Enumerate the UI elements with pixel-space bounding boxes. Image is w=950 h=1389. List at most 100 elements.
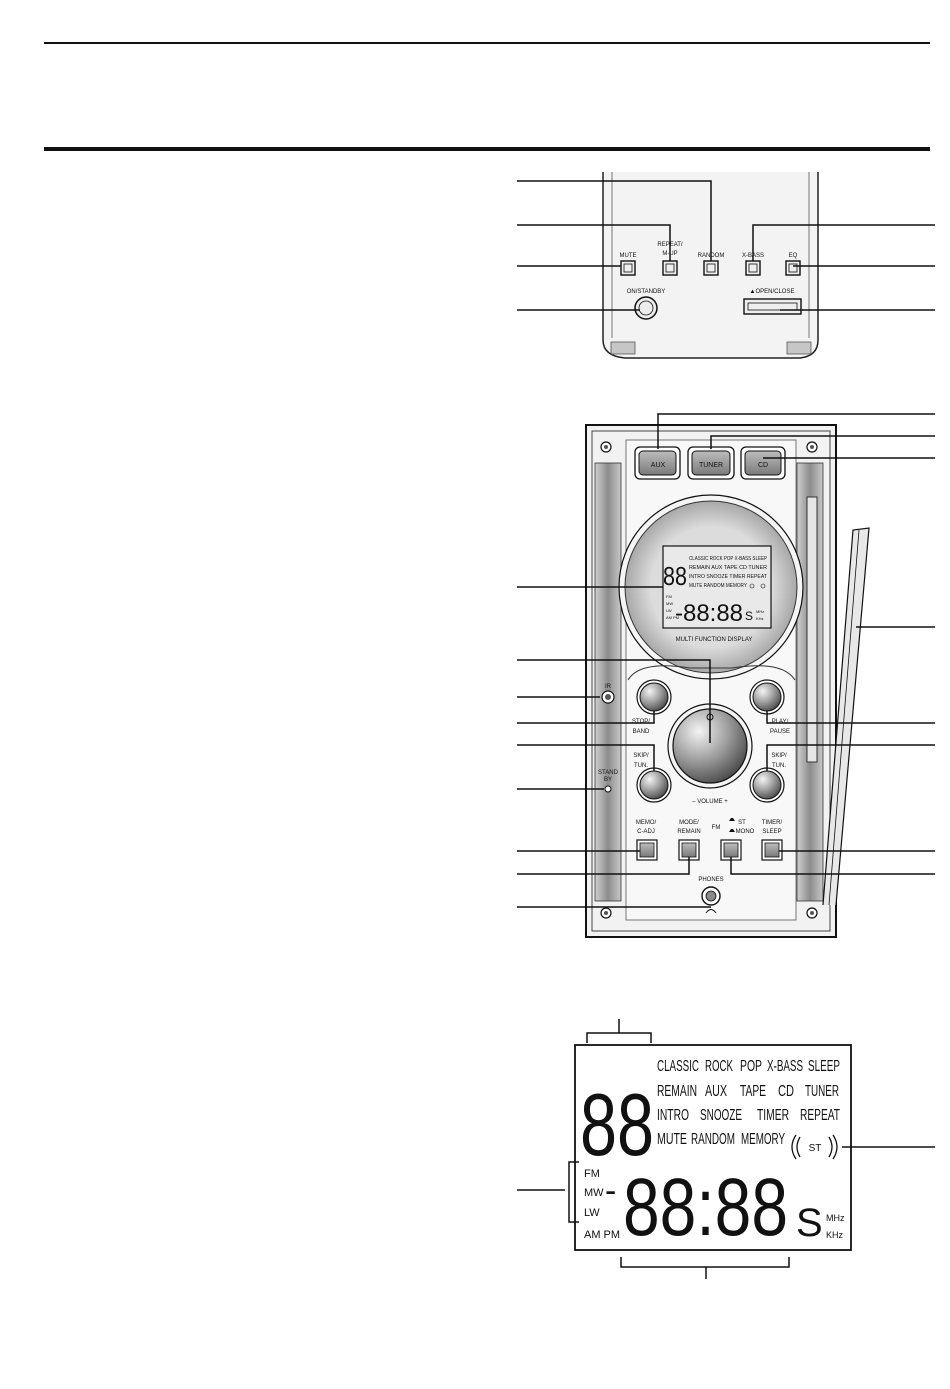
front-panel: AUX TUNER CD 88 CLASSIC ROCK POP X-BASS … — [585, 424, 870, 938]
lcd-pop: POP — [740, 1058, 762, 1075]
stereo-icon — [791, 1134, 838, 1160]
lcd-tape: TAPE — [740, 1083, 766, 1100]
mini-lcd — [662, 545, 772, 629]
mini-lcd-khz: KHz — [756, 616, 764, 621]
standby-led-icon — [604, 785, 612, 793]
lcd-intro: INTRO — [657, 1107, 689, 1124]
stop-band-button[interactable] — [639, 682, 669, 712]
lcd-khz: KHz — [826, 1230, 844, 1240]
cd-label: CD — [758, 462, 768, 469]
random-button[interactable] — [703, 260, 719, 276]
lcd-random: RANDOM — [691, 1131, 735, 1148]
aux-button[interactable] — [638, 450, 677, 476]
mini-lcd-row-2: REMAIN AUX TAPE CD TUNER — [689, 565, 767, 571]
tuner-label: TUNER — [699, 462, 723, 469]
mini-lcd-ampm: AM PM — [666, 615, 679, 620]
lcd-tuner: TUNER — [805, 1083, 839, 1100]
skip-tun-left-button[interactable] — [639, 770, 669, 800]
fm-label: FM — [712, 825, 721, 831]
remain-label: REMAIN — [677, 829, 700, 835]
lcd-mute: MUTE — [657, 1131, 687, 1148]
skip-left-label: SKIP/ — [633, 753, 649, 759]
lcd-remain: REMAIN — [657, 1083, 697, 1100]
skip-tun-right-button[interactable] — [752, 770, 782, 800]
lcd-dash: - — [605, 1172, 616, 1210]
tun-right-label: TUN. — [772, 763, 786, 769]
lcd-detail-digits: 88 — [580, 1075, 654, 1174]
top-rule — [44, 42, 930, 44]
lcd-detail-leaders — [517, 1019, 935, 1279]
play-pause-button[interactable] — [752, 682, 782, 712]
cadj-label: C-ADJ — [637, 829, 655, 835]
lcd-sleep: SLEEP — [808, 1058, 840, 1075]
mute-label: MUTE — [620, 253, 637, 259]
lcd-stereo: ST — [809, 1143, 822, 1154]
mute-button[interactable] — [620, 260, 636, 276]
skip-right-label: SKIP/ — [771, 753, 787, 759]
open-close-button[interactable] — [743, 298, 802, 315]
st-indicator-icon — [729, 818, 735, 821]
mono-indicator-icon — [729, 829, 735, 832]
lcd-clock: 88:88 — [623, 1162, 788, 1253]
play-label: PLAY/ — [772, 719, 789, 725]
lcd-cd: CD — [778, 1083, 794, 1100]
timer-sleep-button[interactable] — [764, 842, 780, 858]
lcd-rock: ROCK — [705, 1058, 733, 1075]
mini-lcd-band-lw: LW — [666, 608, 672, 613]
mini-lcd-row-3: INTRO SNOOZE TIMER REPEAT — [689, 574, 767, 580]
st-label: ST — [738, 820, 746, 826]
lcd-suffix: S — [796, 1201, 823, 1245]
band-label: BAND — [633, 729, 650, 735]
cd-button[interactable] — [744, 450, 782, 476]
mini-lcd-clock: -88:88 — [675, 600, 743, 627]
tun-left-label: TUN. — [634, 763, 648, 769]
mini-lcd-band-fm: FM — [666, 594, 672, 599]
open-close-label: ▲OPEN/CLOSE — [750, 289, 795, 295]
pause-label: PAUSE — [770, 729, 790, 735]
front-panel-leaders — [517, 413, 935, 908]
lcd-band-mw: MW — [584, 1187, 604, 1199]
volume-label: – VOLUME + — [692, 799, 728, 805]
lcd-band-lw: LW — [584, 1207, 600, 1219]
sleep-label: SLEEP — [762, 829, 781, 835]
stand-label: STAND — [598, 770, 619, 776]
standby-label: ON/STANDBY — [627, 289, 666, 295]
mode-remain-button[interactable] — [681, 842, 697, 858]
eq-label: EQ — [789, 253, 798, 259]
phones-label: PHONES — [698, 877, 723, 883]
ir-label: IR — [605, 684, 612, 690]
lcd-memory: MEMORY — [741, 1131, 785, 1148]
mini-lcd-row-1: CLASSIC ROCK POP X-BASS SLEEP — [689, 556, 768, 562]
repeat-mup-button[interactable] — [662, 260, 678, 276]
mini-lcd-mhz: MHz — [756, 609, 764, 614]
header-rule — [44, 147, 930, 151]
timer-label: TIMER/ — [762, 820, 783, 826]
eq-button[interactable] — [785, 260, 801, 276]
lcd-xbass: X-BASS — [767, 1058, 803, 1075]
top-panel-leaders — [517, 180, 935, 311]
mono-label: MONO — [736, 829, 755, 835]
lcd-repeat: REPEAT — [800, 1107, 840, 1124]
display-caption: MULTI FUNCTION DISPLAY — [676, 637, 753, 643]
headphone-icon — [705, 909, 717, 914]
lcd-snooze: SNOOZE — [700, 1107, 742, 1124]
memo-cadj-button[interactable] — [639, 842, 655, 858]
lcd-timer: TIMER — [757, 1107, 789, 1124]
mini-lcd-digits: 88 — [663, 561, 687, 591]
fm-mode-button[interactable] — [723, 842, 739, 858]
stop-label: STOP/ — [632, 719, 650, 725]
lcd-classic: CLASSIC — [657, 1058, 699, 1075]
mini-lcd-suffix: S — [745, 609, 753, 623]
xbass-button[interactable] — [745, 260, 761, 276]
standby-button[interactable] — [634, 296, 658, 320]
lcd-mhz: MHz — [826, 1213, 845, 1223]
mode-label: MODE/ — [679, 820, 699, 826]
aux-label: AUX — [651, 462, 666, 469]
lcd-ampm: AM PM — [584, 1229, 620, 1241]
tuner-button[interactable] — [691, 450, 731, 476]
mini-lcd-band-mw: MW — [666, 601, 673, 606]
by-label: BY — [604, 777, 612, 783]
lcd-aux: AUX — [705, 1083, 727, 1100]
memo-label: MEMO/ — [636, 820, 657, 826]
